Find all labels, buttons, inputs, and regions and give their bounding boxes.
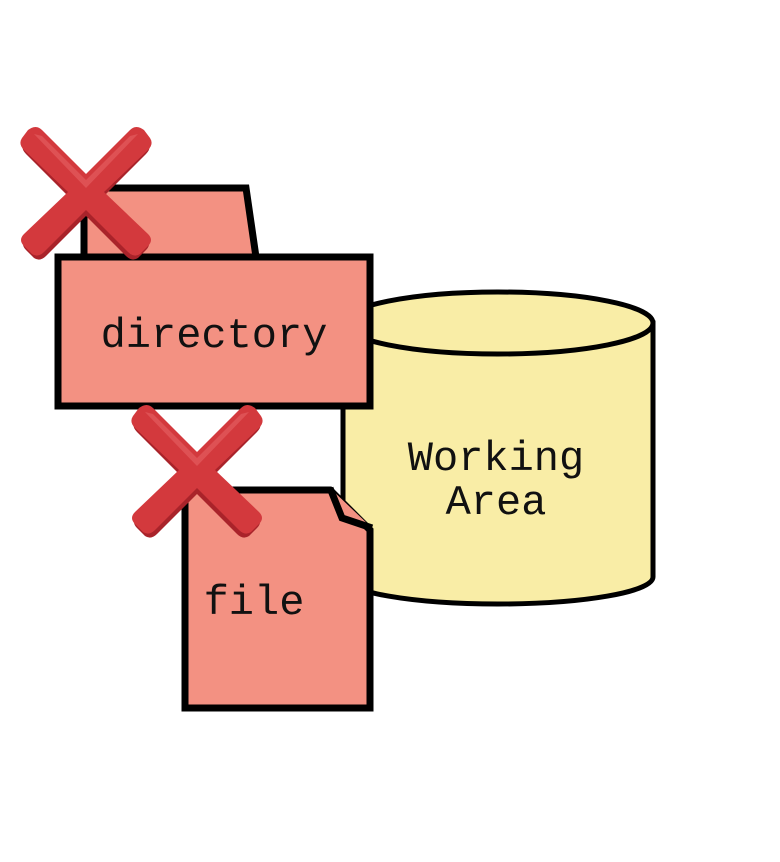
working-area-label-line2: Area — [446, 479, 547, 527]
file-cross-shape — [131, 405, 263, 534]
file-cross-icon — [131, 405, 263, 538]
file-label: file — [204, 579, 305, 627]
file-document-body — [181, 486, 374, 712]
file-document-fold — [326, 486, 374, 532]
directory-label: directory — [101, 312, 328, 360]
working-area-cylinder: Working Area — [340, 289, 656, 607]
working-area-label-line1: Working — [408, 435, 584, 483]
directory-folder-body — [54, 253, 374, 410]
directory-cross-icon — [20, 127, 152, 260]
working-area-cylinder-top — [340, 289, 656, 357]
directory-cross-shape — [20, 127, 152, 256]
directory-folder: directory — [54, 184, 374, 410]
file-document: file — [181, 486, 374, 712]
